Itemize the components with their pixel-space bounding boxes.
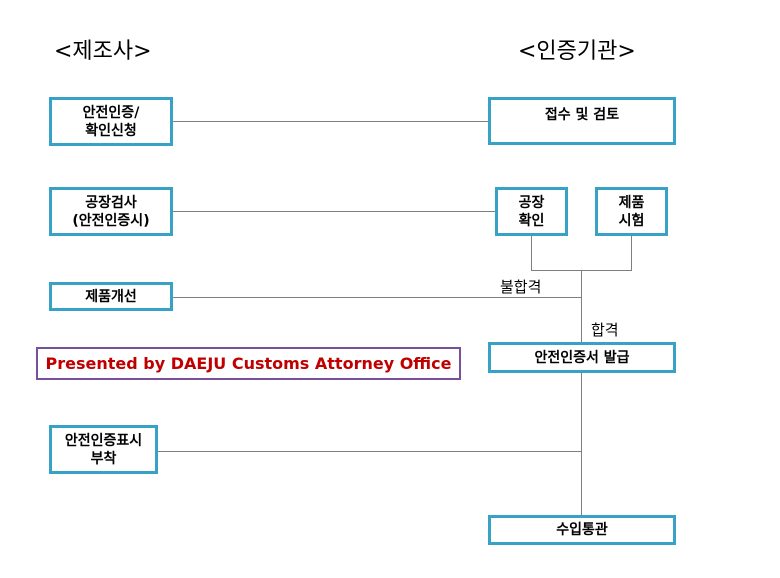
connector-fail-improve — [172, 297, 582, 298]
step-customs-clearance: 수입통관 — [488, 515, 676, 545]
step-factory-inspection: 공장검사 (안전인증시) — [49, 187, 173, 236]
pass-label: 합격 — [591, 321, 619, 339]
connector-marking — [157, 451, 582, 452]
connector-inspection-factory — [172, 211, 496, 212]
manufacturer-heading: <제조사> — [54, 39, 152, 64]
fail-label: 불합격 — [500, 278, 542, 296]
agency-heading: <인증기관> — [518, 39, 636, 64]
connector-test-down — [631, 235, 632, 270]
step-issue-certificate: 안전인증서 발급 — [488, 342, 676, 373]
presenter-banner: Presented by DAEJU Customs Attorney Offi… — [36, 347, 461, 380]
step-factory-check: 공장 확인 — [495, 187, 568, 236]
step-receipt-review: 접수 및 검토 — [488, 97, 676, 145]
step-apply-certification: 안전인증/ 확인신청 — [49, 97, 173, 146]
connector-apply-review — [172, 121, 490, 122]
connector-issue-to-customs — [581, 372, 582, 517]
step-product-test: 제품 시험 — [595, 187, 668, 236]
connector-factory-down — [531, 235, 532, 270]
step-attach-mark: 안전인증표시 부착 — [49, 425, 158, 474]
step-product-improvement: 제품개선 — [49, 282, 173, 311]
connector-results-to-issue — [581, 270, 582, 344]
